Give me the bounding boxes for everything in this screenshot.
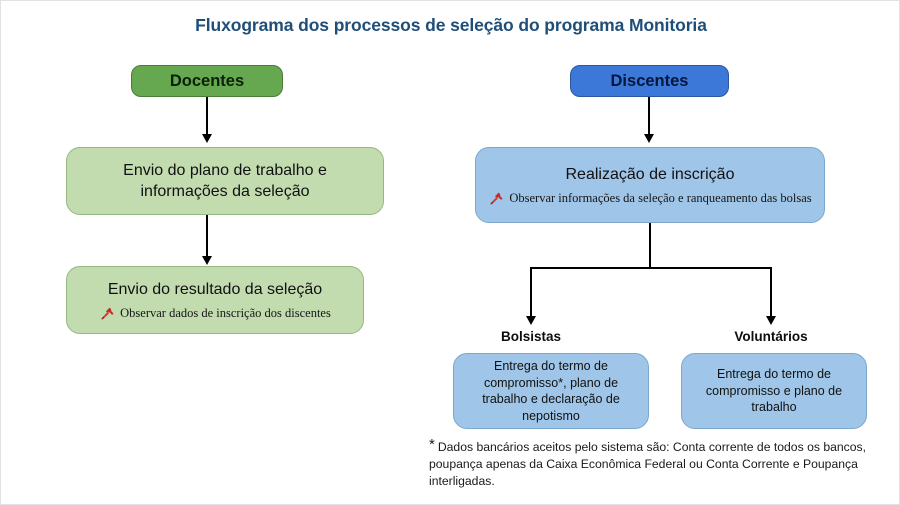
connector-docentes-to-step1 [206,97,208,139]
node-text-line2: compromisso e plano de [705,383,843,398]
connector-branch-horizontal [530,267,772,269]
footnote: *Dados bancários aceitos pelo sistema sã… [429,436,881,490]
node-realizacao-inscricao-text: Realização de inscrição [554,164,747,185]
pushpin-icon [99,306,115,322]
connector-branch-left [530,267,532,319]
node-text-line3: trabalho [751,400,797,415]
pushpin-icon [488,191,504,207]
node-realizacao-inscricao[interactable]: Realização de inscrição Observar informa… [475,147,825,223]
header-docentes[interactable]: Docentes [131,65,283,97]
node-envio-plano-trabalho-text: Envio do plano de trabalho e informações… [111,160,339,202]
note-discentes: Observar informações da seleção e ranque… [488,191,812,207]
node-text-line4: nepotismo [522,408,580,423]
note-discentes-text: Observar informações da seleção e ranque… [509,191,812,205]
footnote-text: Dados bancários aceitos pelo sistema são… [429,440,867,488]
node-envio-resultado-selecao-text: Envio do resultado da seleção [96,279,334,300]
connector-step1-to-step2 [206,215,208,261]
footnote-marker: * [429,436,435,453]
node-bolsistas-entrega-text: Entrega do termo de compromisso*, plano … [470,358,632,424]
arrowhead-discentes-to-inscricao [643,134,654,143]
node-envio-resultado-selecao[interactable]: Envio do resultado da seleção Observar d… [66,266,364,334]
node-text-line1: Entrega do termo de [717,367,831,382]
header-discentes-label: Discentes [610,71,689,90]
node-text-line3: trabalho e declaração de [482,392,620,406]
header-docentes-label: Docentes [169,71,245,90]
connector-branch-right [770,267,772,319]
node-text-line1: Realização de inscrição [565,165,735,183]
node-text-line1: Envio do plano de trabalho e [123,162,327,179]
node-text-line2: compromisso*, plano de [483,375,619,390]
node-voluntarios-entrega-text: Entrega do termo de compromisso e plano … [694,366,854,416]
node-envio-plano-trabalho[interactable]: Envio do plano de trabalho e informações… [66,147,384,215]
page-title: Fluxograma dos processos de seleção do p… [195,15,707,35]
arrowhead-step1-to-step2 [201,256,212,265]
node-voluntarios-entrega[interactable]: Entrega do termo de compromisso e plano … [681,353,867,429]
connector-discentes-to-inscricao [648,97,650,139]
branch-label-voluntarios: Voluntários [734,329,808,344]
branch-label-bolsistas: Bolsistas [500,329,562,344]
connector-branch-trunk [649,223,651,269]
note-docentes-text: Observar dados de inscrição dos discente… [120,306,331,320]
arrowhead-branch-left [525,316,536,325]
arrowhead-docentes-to-step1 [201,134,212,143]
node-text-line1: Envio do resultado da seleção [107,280,323,298]
note-docentes: Observar dados de inscrição dos discente… [99,306,331,322]
node-text-line2: informações da seleção [140,183,310,200]
header-discentes[interactable]: Discentes [570,65,729,97]
arrowhead-branch-right [765,316,776,325]
node-bolsistas-entrega[interactable]: Entrega do termo de compromisso*, plano … [453,353,649,429]
node-text-line1: Entrega do termo de [494,359,608,373]
